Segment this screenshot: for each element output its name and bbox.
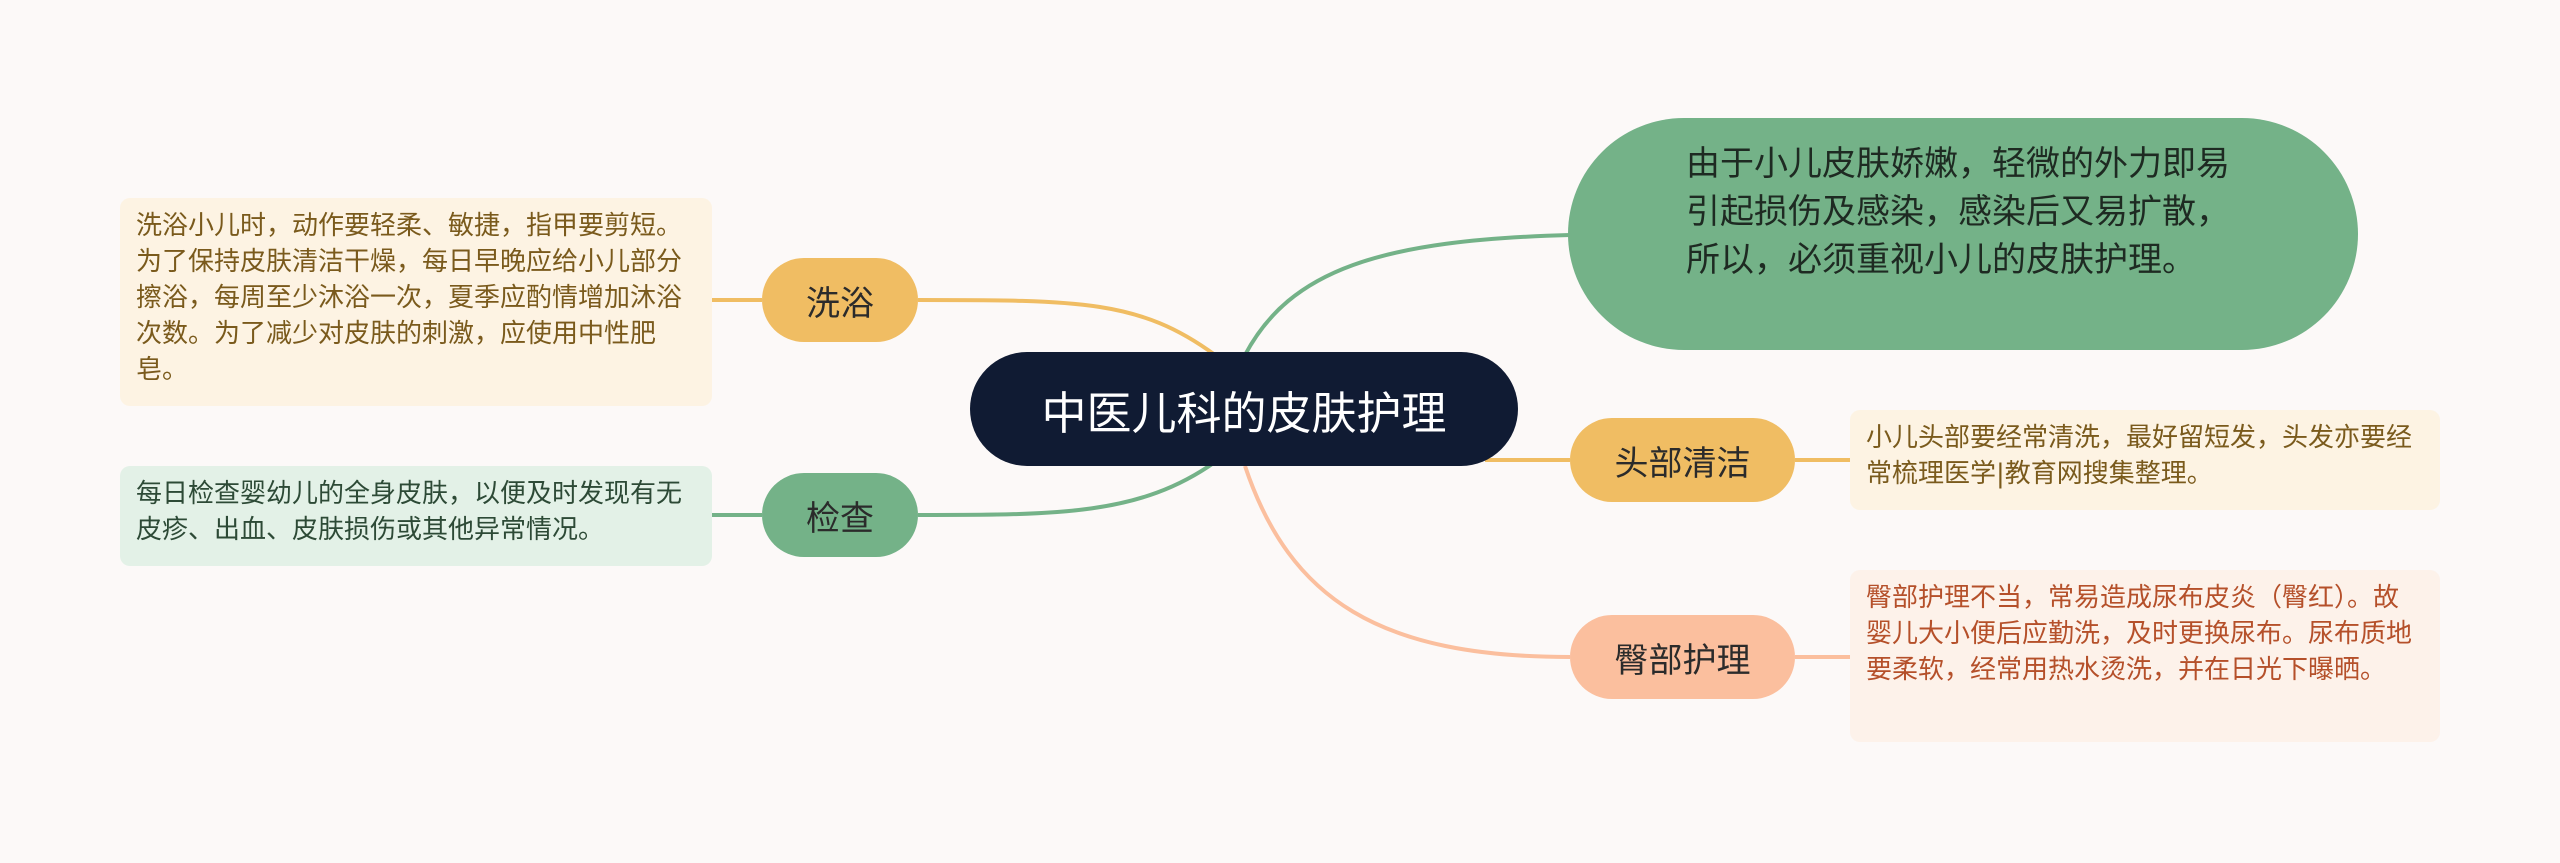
branch-head[interactable]: 头部清洁 — [1570, 418, 1795, 502]
intro-node[interactable]: 由于小儿皮肤娇嫩，轻微的外力即易引起损伤及感染，感染后又易扩散，所以，必须重视小… — [1568, 118, 2358, 350]
branch-butt-label: 臀部护理 — [1614, 640, 1751, 681]
note-bath-text: 洗浴小儿时，动作要轻柔、敏捷，指甲要剪短。为了保持皮肤清洁干燥，每日早晚应给小儿… — [136, 211, 683, 385]
note-bath: 洗浴小儿时，动作要轻柔、敏捷，指甲要剪短。为了保持皮肤清洁干燥，每日早晚应给小儿… — [120, 198, 712, 406]
note-check: 每日检查婴幼儿的全身皮肤，以便及时发现有无皮疹、出血、皮肤损伤或其他异常情况。 — [120, 466, 712, 566]
root-topic[interactable]: 中医儿科的皮肤护理 — [970, 352, 1518, 466]
link-root-butt — [1243, 465, 1571, 659]
branch-check-label: 检查 — [806, 498, 874, 539]
note-head: 小儿头部要经常清洗，最好留短发，头发亦要经常梳理医学|教育网搜集整理。 — [1850, 410, 2440, 510]
branch-head-label: 头部清洁 — [1614, 443, 1751, 484]
note-head-text: 小儿头部要经常清洗，最好留短发，头发亦要经常梳理医学|教育网搜集整理。 — [1866, 423, 2413, 489]
link-root-check — [917, 460, 1217, 517]
link-root-bath — [917, 298, 1217, 357]
branch-bath[interactable]: 洗浴 — [762, 258, 918, 342]
link-root-intro — [1243, 233, 1571, 356]
root-title: 中医儿科的皮肤护理 — [1041, 386, 1447, 440]
note-butt-text: 臀部护理不当，常易造成尿布皮炎（臀红）。故婴儿大小便后应勤洗，及时更换尿布。尿布… — [1866, 583, 2413, 685]
note-butt: 臀部护理不当，常易造成尿布皮炎（臀红）。故婴儿大小便后应勤洗，及时更换尿布。尿布… — [1850, 570, 2440, 742]
intro-text: 由于小儿皮肤娇嫩，轻微的外力即易引起损伤及感染，感染后又易扩散，所以，必须重视小… — [1686, 144, 2230, 280]
branch-bath-label: 洗浴 — [806, 283, 874, 324]
branch-check[interactable]: 检查 — [762, 473, 918, 557]
branch-butt[interactable]: 臀部护理 — [1570, 615, 1795, 699]
note-check-text: 每日检查婴幼儿的全身皮肤，以便及时发现有无皮疹、出血、皮肤损伤或其他异常情况。 — [136, 479, 683, 545]
